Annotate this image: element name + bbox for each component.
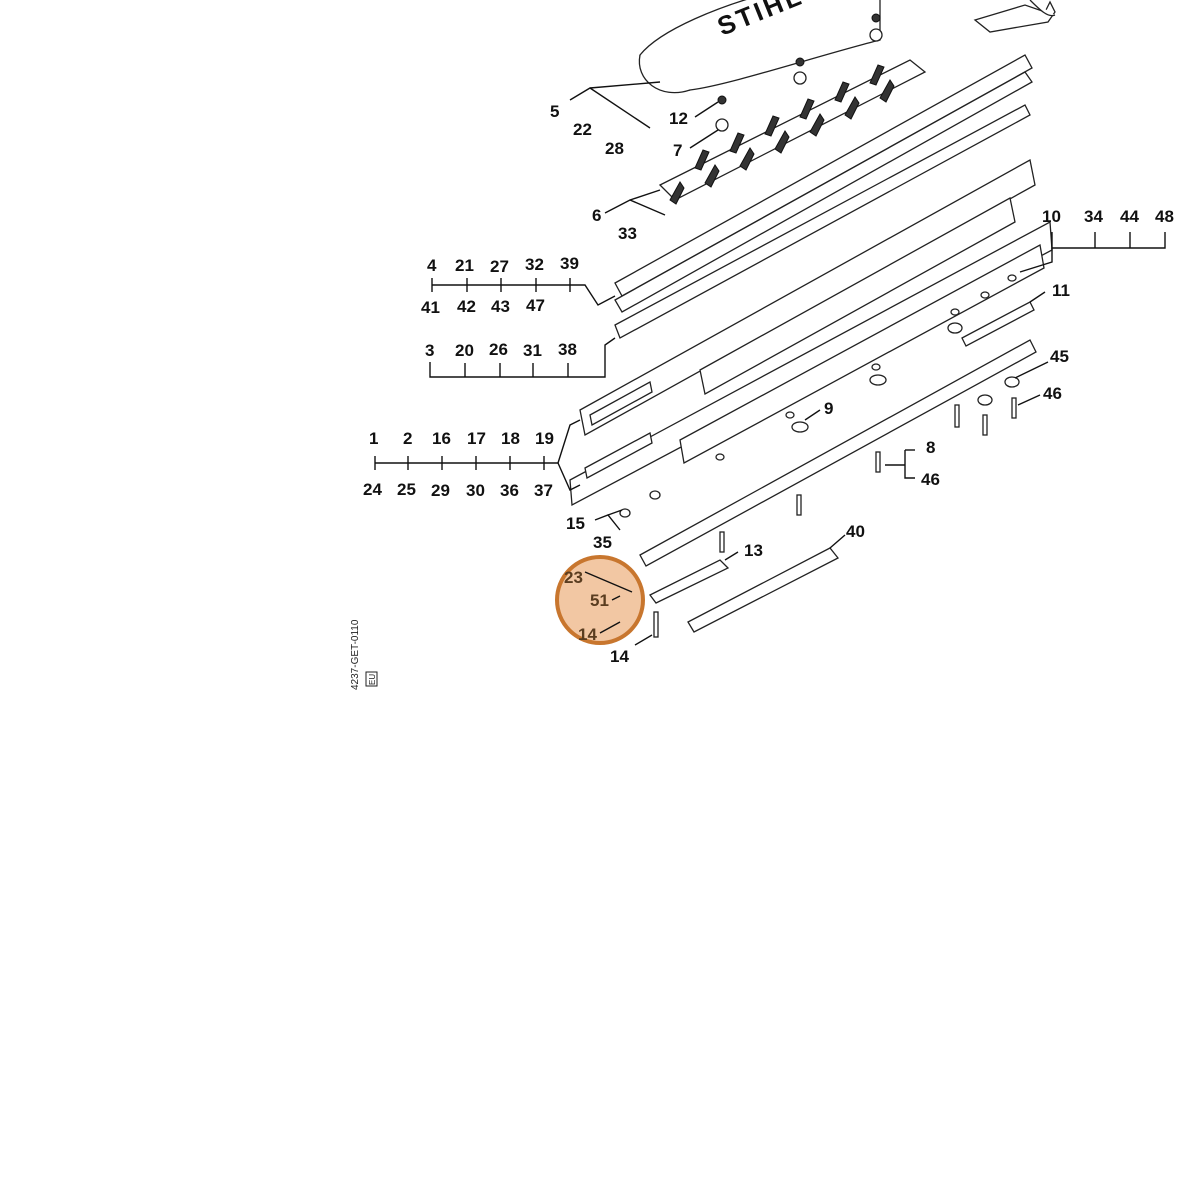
- label-6: 6: [592, 206, 601, 225]
- label-26: 26: [489, 340, 508, 359]
- label-9: 9: [824, 399, 833, 418]
- guard-bar-lower: [639, 339, 1037, 567]
- label-44: 44: [1120, 207, 1139, 226]
- label-39: 39: [560, 254, 579, 273]
- label-27: 27: [490, 257, 509, 276]
- label-42: 42: [457, 297, 476, 316]
- label-43: 43: [491, 297, 510, 316]
- clamp-plate: [961, 301, 1035, 347]
- parts-drawing: STIHL: [569, 0, 1056, 638]
- label-38: 38: [558, 340, 577, 359]
- highlight-marker[interactable]: 23 51 14: [555, 555, 645, 645]
- label-13: 13: [744, 541, 763, 560]
- label-37: 37: [534, 481, 553, 500]
- label-29: 29: [431, 481, 450, 500]
- crank-strip: [658, 59, 927, 205]
- blade-lower: [569, 220, 1053, 507]
- label-33: 33: [618, 224, 637, 243]
- label-47: 47: [526, 296, 545, 315]
- label-1: 1: [369, 429, 378, 448]
- label-5: 5: [550, 102, 559, 121]
- guide-bar-top: [614, 54, 1033, 313]
- label-21: 21: [455, 256, 474, 275]
- label-41: 41: [421, 298, 440, 317]
- lever-part: [973, 0, 1056, 33]
- label-12: 12: [669, 109, 688, 128]
- washers: [619, 274, 1020, 518]
- label-24: 24: [363, 480, 382, 499]
- label-25: 25: [397, 480, 416, 499]
- label-36: 36: [500, 481, 519, 500]
- gear-housing: STIHL: [638, 0, 881, 94]
- plate-40: [687, 547, 840, 633]
- label-40: 40: [846, 522, 865, 541]
- leader-lines: [374, 81, 1166, 646]
- label-17: 17: [467, 429, 486, 448]
- highlight-label-14: 14: [578, 625, 597, 644]
- label-2: 2: [403, 429, 412, 448]
- doc-code-text: 4237-GET-0110: [350, 619, 361, 690]
- label-46-right: 46: [1043, 384, 1062, 403]
- label-15: 15: [566, 514, 585, 533]
- label-35: 35: [593, 533, 612, 552]
- label-45: 45: [1050, 347, 1069, 366]
- spacer-bar: [614, 104, 1031, 339]
- label-22: 22: [573, 120, 592, 139]
- part-labels: 5 22 28 12 7 6 33 4 21 27 32 39 41 42 43…: [363, 102, 1174, 666]
- label-31: 31: [523, 341, 542, 360]
- highlight-label-23: 23: [564, 568, 583, 587]
- label-18: 18: [501, 429, 520, 448]
- blade-upper: [579, 158, 1036, 437]
- label-11: 11: [1052, 281, 1070, 300]
- label-34: 34: [1084, 207, 1103, 226]
- label-8: 8: [926, 438, 935, 457]
- label-28: 28: [605, 139, 624, 158]
- label-7: 7: [673, 141, 682, 160]
- label-10: 10: [1042, 207, 1061, 226]
- label-16: 16: [432, 429, 451, 448]
- label-46-bottom: 46: [921, 470, 940, 489]
- label-14: 14: [610, 647, 629, 666]
- small-washers: [715, 13, 883, 132]
- highlight-label-51: 51: [590, 591, 609, 610]
- label-4: 4: [427, 256, 437, 275]
- label-48: 48: [1155, 207, 1174, 226]
- document-code: 4237-GET-0110 EU: [350, 619, 378, 690]
- label-32: 32: [525, 255, 544, 274]
- short-plate: [649, 559, 730, 604]
- label-19: 19: [535, 429, 554, 448]
- label-20: 20: [455, 341, 474, 360]
- doc-code-box-text: EU: [368, 674, 377, 685]
- label-30: 30: [466, 481, 485, 500]
- label-3: 3: [425, 341, 434, 360]
